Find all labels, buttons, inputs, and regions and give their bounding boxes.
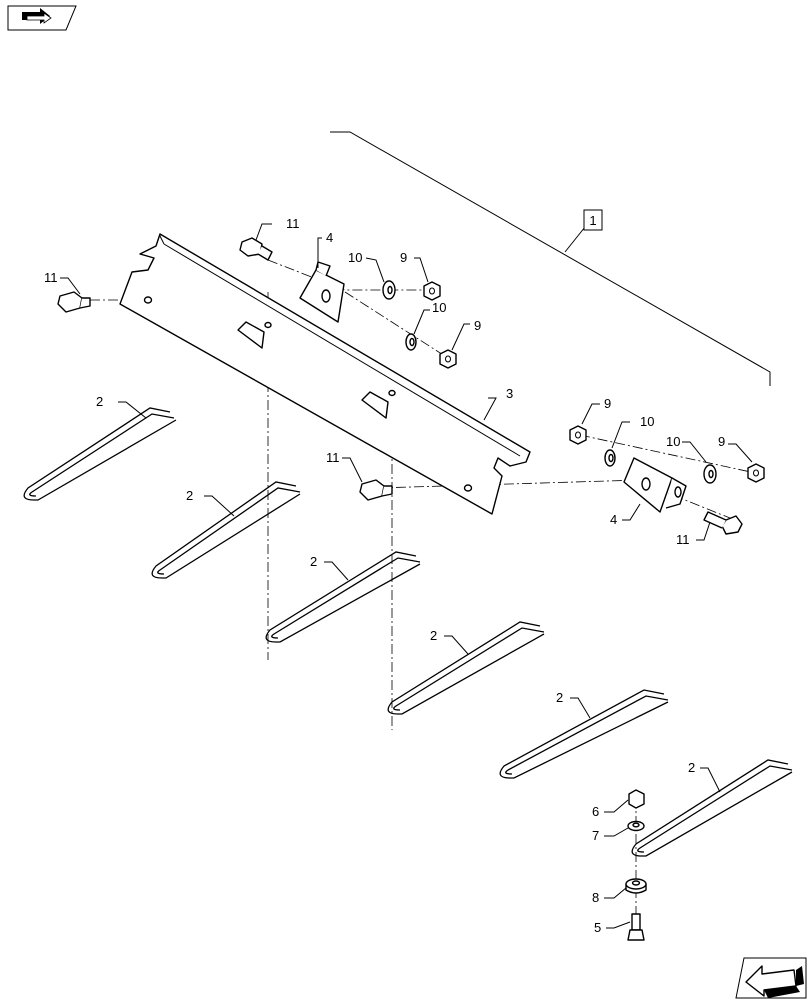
washer [382,280,396,300]
callout-tine: 2 [310,554,317,569]
callout-rail: 3 [506,386,513,401]
callout-leaders [60,223,753,929]
previous-page-arrow-icon[interactable] [734,957,807,1000]
callout-spacer: 8 [592,890,599,905]
spacer [625,878,647,894]
tine [499,689,669,779]
callout-tine: 2 [556,690,563,705]
washer [405,333,417,351]
washer [703,464,717,484]
washer-small [627,820,645,832]
bolt [359,479,393,501]
callout-tine: 2 [688,760,695,775]
callout-washer: 10 [348,250,362,265]
callout-bolt: 11 [326,450,340,465]
callout-nut-small: 6 [592,804,599,819]
callout-washer: 10 [640,414,654,429]
callout-bolt-small: 5 [594,920,601,935]
rail [119,233,531,515]
callout-nut: 9 [718,434,725,449]
nut-small [628,789,645,809]
callout-bracket: 4 [610,512,617,527]
nut [423,281,441,301]
callout-nut: 9 [400,250,407,265]
assembly-view-icon[interactable] [7,5,77,31]
bolt-small [627,913,645,941]
nut [569,425,587,445]
washer [604,449,616,467]
bolt [239,237,273,261]
callout-tine: 2 [96,394,103,409]
nut [439,349,457,369]
assembly-label: 1 [589,213,596,228]
callout-tine: 2 [186,488,193,503]
callout-bolt: 11 [44,270,58,285]
callout-bracket: 4 [326,230,333,245]
nut [747,463,765,483]
callout-nut: 9 [474,318,481,333]
callout-tine: 2 [430,628,437,643]
callout-washer-small: 7 [592,828,599,843]
tine [151,481,301,579]
bolt [57,291,91,313]
tine [265,551,421,643]
bracket [623,457,687,513]
callout-bolt: 11 [676,532,690,547]
bolt [703,511,743,535]
assembly-label-box [583,209,603,231]
tine [23,407,177,501]
callout-labels: 11 11 4 10 9 10 9 3 2 2 2 2 2 2 11 9 10 … [44,216,725,935]
callout-washer: 10 [666,434,680,449]
callout-nut: 9 [604,396,611,411]
center-lines [90,259,761,940]
callout-washer: 10 [432,300,446,315]
tine [387,621,545,715]
tine [631,759,793,857]
assembly-leader: 1 [330,131,771,386]
bracket [299,261,345,323]
callout-bolt: 11 [286,216,300,231]
